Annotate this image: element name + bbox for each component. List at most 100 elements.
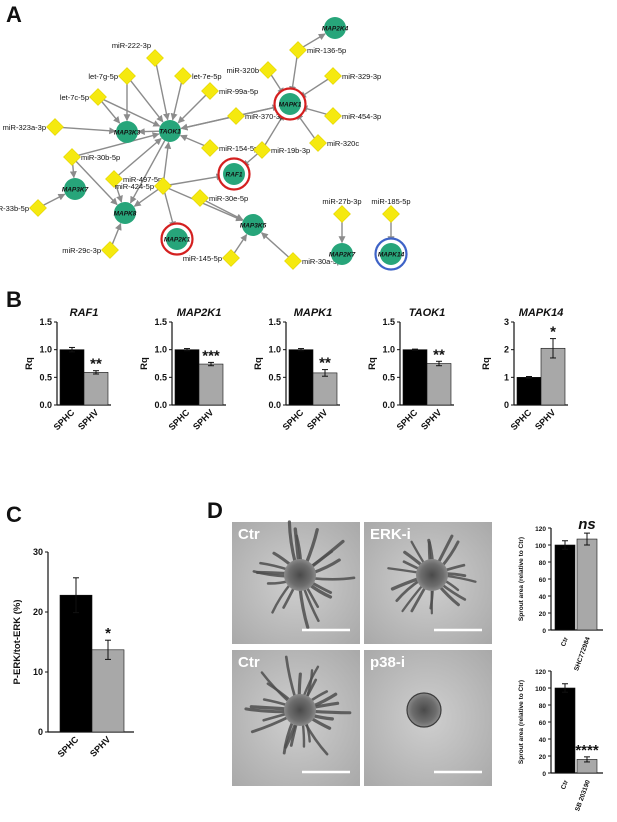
panel-b-label: B [6, 287, 22, 312]
sprout [312, 711, 350, 712]
mirna-node [223, 250, 240, 267]
mirna-node [175, 68, 192, 85]
gene-label: MAP3K3 [114, 129, 141, 136]
mirna-label: miR-154-5p [219, 144, 258, 153]
mirna-label: miR-329-3p [342, 72, 381, 81]
x-category-label: SPHV [191, 407, 215, 431]
y-tick-label: 40 [539, 737, 547, 744]
gene-label: MAP2K1 [164, 236, 191, 243]
x-category-label: Ctr [560, 779, 570, 791]
bar [403, 350, 427, 405]
y-axis-label: Rq [253, 357, 264, 370]
x-category-label: SPHC [52, 407, 77, 432]
y-tick-label: 60 [539, 577, 547, 584]
mirna-label: miR-19b-3p [271, 146, 310, 155]
y-tick-label: 1.0 [154, 345, 167, 355]
y-tick-label: 20 [539, 611, 547, 618]
mirna-node [310, 135, 327, 152]
chart-title: MAPK1 [294, 307, 333, 319]
mirna-node [334, 206, 351, 223]
mirna-node [47, 119, 64, 136]
mirna-label: miR-320b [226, 66, 259, 75]
mirna-node [228, 108, 245, 125]
mirna-node [325, 108, 342, 125]
bar [92, 650, 124, 732]
mirna-label: miR-136-5p [307, 46, 346, 55]
network-edge [205, 201, 242, 220]
spheroid [284, 694, 316, 726]
bar [555, 688, 575, 773]
y-tick-label: 80 [539, 560, 547, 567]
y-tick-label: 0.5 [154, 372, 167, 382]
y-tick-label: 3 [504, 317, 509, 327]
y-axis-label: Sprout area (relative to Ctr) [518, 680, 525, 764]
significance-label: ** [319, 355, 331, 372]
y-tick-label: 1.0 [268, 345, 281, 355]
mirna-label: miR-323a-3p [3, 123, 46, 132]
gene-label: TAOK1 [159, 128, 181, 135]
network-edge [164, 142, 169, 180]
y-tick-label: 40 [539, 594, 547, 601]
significance-label: *** [202, 347, 220, 364]
bar [60, 350, 84, 405]
mirna-node [383, 206, 400, 223]
bar [175, 350, 199, 405]
significance-label: * [105, 625, 111, 642]
y-tick-label: 0.0 [382, 400, 395, 410]
network-edge [102, 102, 120, 124]
x-category-label: SPHC [281, 407, 306, 432]
mirna-label: miR-145-5p [183, 254, 222, 263]
y-tick-label: 0.5 [382, 372, 395, 382]
x-category-label: SPHV [88, 734, 112, 758]
network-edge [112, 224, 120, 245]
network-edge [262, 233, 289, 257]
x-category-label: SPHC [56, 734, 81, 759]
mirna-label: let-7c-5p [60, 93, 89, 102]
mirna-label: let-7g-5p [88, 72, 118, 81]
network-edge [292, 56, 297, 93]
panel-a-label: A [6, 2, 22, 27]
gene-label: MAPK14 [378, 251, 405, 258]
mirna-node [102, 242, 119, 259]
bar [199, 364, 223, 405]
mirna-label: miR-27b-3p [322, 197, 361, 206]
bar [577, 539, 597, 630]
gene-label: MAP3K7 [62, 186, 89, 193]
y-tick-label: 120 [535, 669, 546, 676]
y-tick-label: 0.0 [39, 400, 52, 410]
y-tick-label: 20 [33, 607, 43, 617]
y-tick-label: 0.5 [39, 372, 52, 382]
chart-title: MAPK14 [519, 307, 564, 319]
y-tick-label: 0 [542, 771, 546, 778]
x-category-label: SPHV [76, 407, 100, 431]
mirna-label: miR-30e-5p [209, 194, 248, 203]
y-tick-label: 1.0 [39, 345, 52, 355]
x-category-label: SPHV [533, 407, 557, 431]
y-tick-label: 120 [535, 526, 546, 533]
chart-title: MAP2K1 [177, 307, 222, 319]
network-edge [138, 131, 160, 132]
bar-chart: Sprout area (relative to Ctr)02040608010… [518, 516, 603, 672]
mirna-node [290, 42, 307, 59]
gene-label: MAPK1 [279, 101, 302, 108]
mirna-node [90, 89, 107, 106]
mirna-node [119, 68, 136, 85]
y-tick-label: 0.0 [154, 400, 167, 410]
network-edge [165, 192, 175, 228]
micrograph-label: Ctr [238, 654, 260, 671]
bar [517, 377, 541, 405]
y-tick-label: 60 [539, 720, 547, 727]
micrograph: Ctr [232, 650, 360, 786]
spheroid [284, 559, 316, 591]
sprout [257, 572, 288, 573]
bar [60, 595, 92, 732]
y-tick-label: 20 [539, 754, 547, 761]
significance-label: ** [90, 356, 102, 373]
x-category-label: SPHC [509, 407, 534, 432]
